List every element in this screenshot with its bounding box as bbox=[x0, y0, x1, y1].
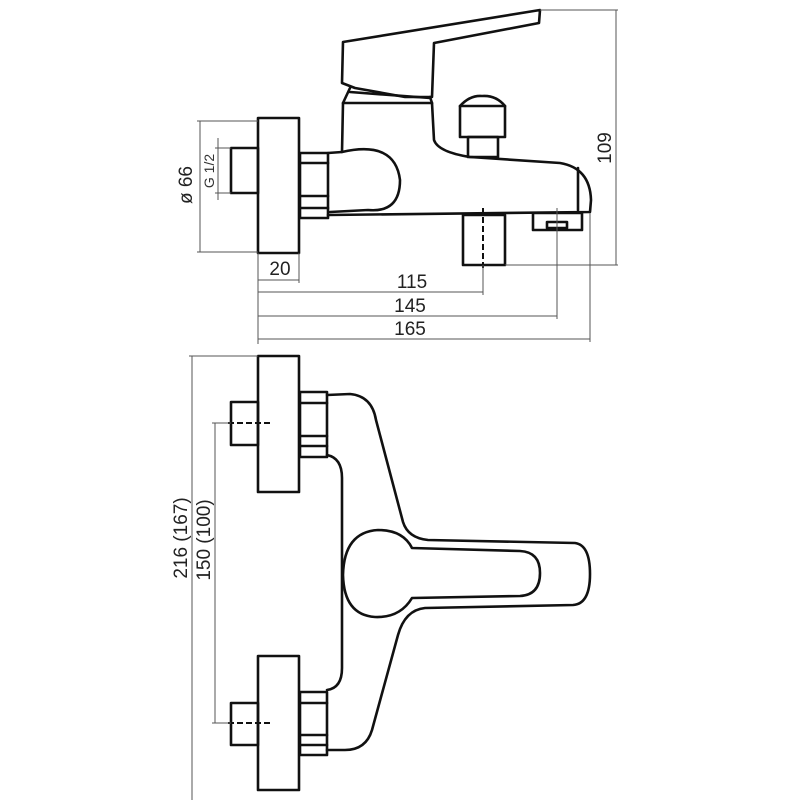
dim-spout-label: 145 bbox=[394, 296, 426, 317]
shower-outlet bbox=[461, 208, 507, 268]
lever-handle-top bbox=[341, 528, 542, 619]
dim-height-label: 109 bbox=[595, 132, 616, 164]
connection-nut bbox=[298, 151, 330, 220]
top-view: 216 (167) 150 (100) bbox=[171, 354, 592, 800]
body-inner-edge bbox=[325, 453, 344, 692]
lower-connection-nut bbox=[298, 690, 329, 757]
dim-thread-label: G 1/2 bbox=[201, 154, 217, 188]
dim-flange-label: 20 bbox=[269, 259, 290, 280]
side-view: ø 66 G 1/2 20 115 145 165 109 bbox=[176, 8, 618, 344]
cartridge-collar bbox=[341, 86, 434, 105]
dim-diameter-label: ø 66 bbox=[176, 166, 197, 204]
dim-total-length-label: 165 bbox=[394, 319, 426, 340]
dimension-lines-top bbox=[189, 355, 258, 800]
dim-outlet-label: 115 bbox=[397, 272, 427, 293]
upper-connection-nut bbox=[298, 390, 329, 459]
lower-inlet-pipe bbox=[229, 701, 260, 747]
diverter-knob bbox=[458, 94, 507, 159]
wall-flange bbox=[256, 116, 301, 255]
body-dome bbox=[328, 147, 402, 214]
upper-inlet-pipe bbox=[229, 400, 260, 447]
dim-center-distance-label: 150 (100) bbox=[194, 499, 215, 580]
mixer-body-top bbox=[325, 392, 592, 752]
inlet-pipe bbox=[229, 146, 260, 195]
dimension-lines bbox=[197, 9, 618, 344]
lever-handle bbox=[340, 8, 542, 99]
dim-total-width-label: 216 (167) bbox=[171, 497, 192, 578]
